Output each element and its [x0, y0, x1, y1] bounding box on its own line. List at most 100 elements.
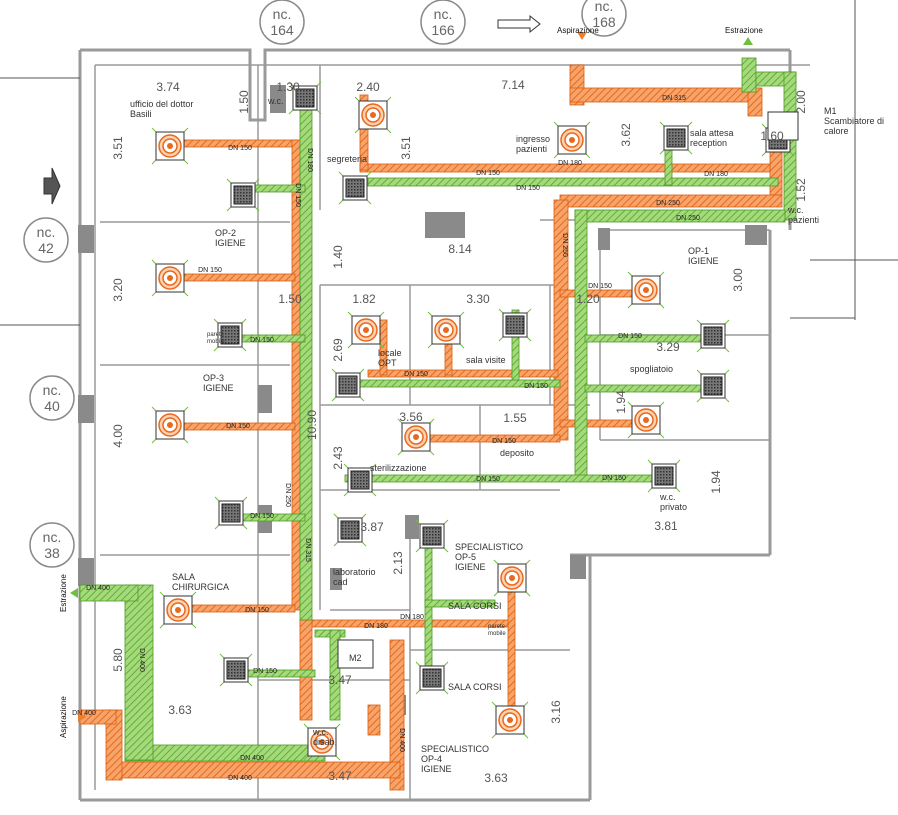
duct-label-dn150_op1b: DN 150 — [588, 283, 612, 290]
dimension-d814: 8.14 — [448, 242, 472, 256]
duct-label-dn150_main: DN 150 — [516, 185, 540, 192]
exhaust-grille-icon — [214, 496, 248, 530]
dimension-d714: 7.14 — [501, 78, 525, 92]
exhaust-grille-icon — [696, 319, 730, 353]
duct-network — [79, 57, 797, 791]
aspirazione-left-arrow-icon — [78, 712, 86, 722]
dimension-d240: 2.40 — [356, 80, 380, 94]
dimension-d213: 2.13 — [391, 551, 405, 575]
exhaust-grille-icon — [213, 318, 247, 352]
dimension-d194b: 1.94 — [709, 470, 723, 494]
dimension-d330: 3.30 — [466, 292, 490, 306]
duct-label-dn315: DN 315 — [662, 95, 686, 102]
neighbour-parcels — [23, 0, 627, 568]
exhaust-grille-icon — [338, 171, 372, 205]
duct-label-dn180_d: DN 180 — [400, 614, 424, 621]
nc-label-nc166: nc. — [434, 6, 453, 22]
supply-diffuser-icon — [627, 401, 665, 439]
dimension-d155: 1.55 — [503, 411, 527, 425]
dimension-d381: 3.81 — [654, 519, 678, 533]
room-label-deposito: deposito — [500, 448, 534, 458]
estrazione-top-label: Estrazione — [725, 26, 763, 35]
room-label-wcdis: w.c.disab. — [312, 727, 337, 747]
supply-diffuser-icon — [427, 311, 465, 349]
room-label-m2: M2 — [349, 653, 362, 663]
dimension-d351b: 3.51 — [399, 136, 413, 160]
duct-label-dn150_dep: DN 150 — [492, 438, 516, 445]
exhaust-grille-icon — [333, 513, 367, 547]
duct-label-dn400_a: DN 400 — [72, 710, 96, 717]
aspirazione-top-arrow-icon — [577, 32, 587, 40]
duct-label-dn150_op3b: DN 150 — [250, 337, 274, 344]
duct-label-dn250_b: DN 250 — [676, 215, 700, 222]
duct-label-dn150_ster: DN 150 — [476, 476, 500, 483]
dimension-d316: 3.16 — [549, 700, 563, 724]
duct-label-dn400_v2: DN 400 — [398, 728, 405, 752]
exhaust-grille-icon — [415, 519, 449, 553]
dimension-d387: 3.87 — [360, 520, 384, 534]
nc-number-nc166: 166 — [431, 22, 455, 38]
supply-diffuser-icon — [303, 723, 341, 761]
dimension-d374: 3.74 — [156, 80, 180, 94]
m1-unit — [767, 111, 799, 141]
room-label-wcpriv: w.c.privato — [659, 492, 687, 512]
duct-label-dn150_lab: DN 150 — [250, 513, 274, 520]
dimension-d362: 3.62 — [619, 123, 633, 147]
nc-label-nc164: nc. — [273, 6, 292, 22]
dimension-d130: 1.30 — [276, 80, 300, 94]
nc-circle-168 — [581, 0, 627, 37]
supply-diffuser-icon — [159, 591, 197, 629]
dimension-d320: 3.20 — [111, 278, 125, 302]
exhaust-grille-icon — [659, 121, 693, 155]
dimension-d329: 3.29 — [656, 340, 680, 354]
north-arrow-icon — [43, 14, 541, 205]
dimension-d200: 2.00 — [794, 90, 808, 114]
duct-label-dn250_v: DN 250 — [561, 233, 568, 257]
duct-label-dn150_seg: DN 150 — [476, 170, 500, 177]
dimension-d1090: 10.90 — [305, 410, 319, 440]
duct-label-dn150_chir2: DN 150 — [253, 668, 277, 675]
nc-label-nc38: nc. — [43, 529, 62, 545]
exhaust-grille-icon — [647, 459, 681, 493]
room-label-segreteria: segreteria — [327, 154, 367, 164]
duct-label-dn180_ing: DN 180 — [558, 160, 582, 167]
duct-label-dn400_e: DN 400 — [86, 585, 110, 592]
nc-label-nc40: nc. — [43, 382, 62, 398]
dimension-d363a: 3.63 — [168, 703, 192, 717]
estrazione-top-arrow-icon — [743, 37, 753, 45]
dimension-d347b: 3.47 — [328, 769, 352, 783]
supply-diffuser-icon — [354, 96, 392, 134]
room-label-spogliatoio: spogliatoio — [630, 364, 673, 374]
supply-diffuser-icon — [151, 406, 189, 444]
estrazione-left-label: Estrazione — [59, 574, 68, 612]
dimension-d182: 1.82 — [352, 292, 376, 306]
room-label-visite: sala visite — [466, 355, 506, 365]
exhaust-grille-icon — [288, 81, 322, 115]
exhaust-grille-icon — [415, 661, 449, 695]
supply-diffuser-icon — [627, 271, 665, 309]
duct-label-dn150_op3: DN 150 — [226, 423, 250, 430]
dimension-d150b: 1.50 — [278, 292, 302, 306]
supply-diffuser-icon — [347, 311, 385, 349]
nc-number-nc42: 42 — [38, 240, 54, 256]
dimension-d351a: 3.51 — [111, 136, 125, 160]
supply-diffusers — [151, 96, 665, 761]
duct-label-dn150_ufficio: DN 150 — [228, 145, 252, 152]
nc-number-nc40: 40 — [44, 398, 60, 414]
exhaust-grille-icon — [696, 369, 730, 403]
dimension-d300: 3.00 — [731, 268, 745, 292]
exhaust-grilles — [213, 81, 795, 695]
nc-label-nc42: nc. — [37, 224, 56, 240]
duct-label-dn150_v1: DN 150 — [294, 183, 301, 207]
